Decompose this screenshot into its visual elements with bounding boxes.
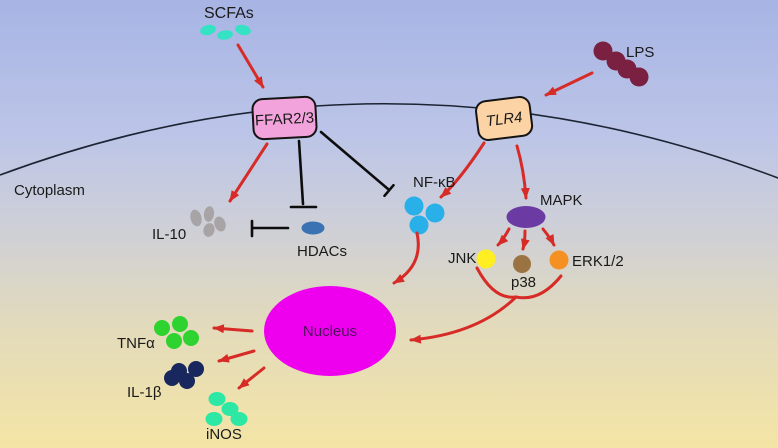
arrow-ffar23-to-il10 [228,142,269,203]
il1b-molecule [164,370,180,386]
nfkb-molecule [425,203,445,223]
p38-label: p38 [511,274,536,291]
il1b-molecule-cluster [164,361,204,389]
arrow-nucleus-to-il1b [217,349,256,363]
tlr4-receptor: TLR4 [475,95,534,141]
tnfa-molecule [166,333,182,349]
il1b-label: IL-1β [127,384,162,401]
inhibit-ffar23-to-nfkb [319,130,395,198]
cell-membrane-line [0,102,778,179]
diagram-labels: SCFAs LPS Cytoplasm IL-10 HDACs NF-κB MA… [14,5,654,443]
lps-label: LPS [626,44,654,61]
nfkb-label: NF-κB [413,174,456,191]
il10-label: IL-10 [152,226,186,243]
arrow-scfas-to-ffar23 [236,43,265,89]
tnfa-molecule [183,330,199,346]
jnk-molecule [476,249,496,269]
scfas-label: SCFAs [204,5,254,22]
lps-molecule [593,41,613,61]
hdacs-molecule [301,221,325,235]
il10-molecule [214,216,226,232]
il10-molecule [203,223,215,237]
il10-molecule [203,206,215,222]
nfkb-molecule [409,215,429,235]
arc-jnk-to-merge [475,266,518,299]
tnfa-molecule-cluster [154,316,199,349]
arrow-nucleus-to-tnfa [212,324,254,334]
lps-molecule-cluster [593,41,649,87]
inos-molecule [205,412,223,426]
arrow-nfkb-to-nucleus [392,231,420,285]
inhibit-ffar23-to-hdacs [289,139,318,209]
arrow-tlr4-to-mapk [515,144,530,200]
inhibition-lines [250,130,395,238]
nfkb-molecule-cluster [404,196,445,235]
il1b-molecule [179,373,195,389]
tnfa-molecule [154,320,170,336]
ffar23-receptor-box [251,95,318,141]
hdacs-label: HDACs [297,243,347,260]
il10-molecule-cluster [190,206,226,237]
tlr4-receptor-box [475,95,534,141]
scfas-molecule-cluster [200,24,251,40]
inos-molecule [230,412,248,426]
arrow-lps-to-tlr4 [544,71,594,97]
tnfa-label: TNFα [117,335,155,352]
mapk-molecule [506,206,546,228]
il10-molecule [190,209,202,227]
mapk-label: MAPK [540,192,583,209]
scfa-molecule [200,24,216,36]
arrow-mapk-to-p38 [521,229,530,251]
erk-molecule [549,250,569,270]
il1b-molecule [188,361,204,377]
arrow-nucleus-to-inos [237,366,266,390]
arrow-kinases-to-nucleus [409,295,518,344]
ffar23-receptor: FFAR2/3 [251,95,318,141]
arrow-mapk-to-jnk [496,227,511,247]
inos-molecule [208,392,226,406]
ffar23-receptor-label: FFAR2/3 [255,109,315,129]
scfa-molecule [217,30,233,40]
nucleus-shape [264,286,396,376]
jnk-label: JNK [448,250,476,267]
p38-molecule [513,255,531,273]
nfkb-molecule [404,196,424,216]
inos-label: iNOS [206,426,242,443]
arrow-mapk-to-erk [541,227,556,247]
nucleus-label: Nucleus [303,323,357,340]
arrow-tlr4-to-nfkb [439,141,486,199]
tlr4-receptor-label: TLR4 [485,109,523,130]
cytoplasm-label: Cytoplasm [14,182,85,199]
scfa-molecule [235,24,251,36]
inhibit-hdacs-to-il10 [250,219,290,238]
tnfa-molecule [172,316,188,332]
arc-erk-to-merge [514,274,563,300]
inos-molecule-cluster [205,392,248,426]
inos-molecule [221,402,239,416]
activation-arrows [212,43,594,390]
lps-molecule [629,67,649,87]
erk-label: ERK1/2 [572,253,624,270]
